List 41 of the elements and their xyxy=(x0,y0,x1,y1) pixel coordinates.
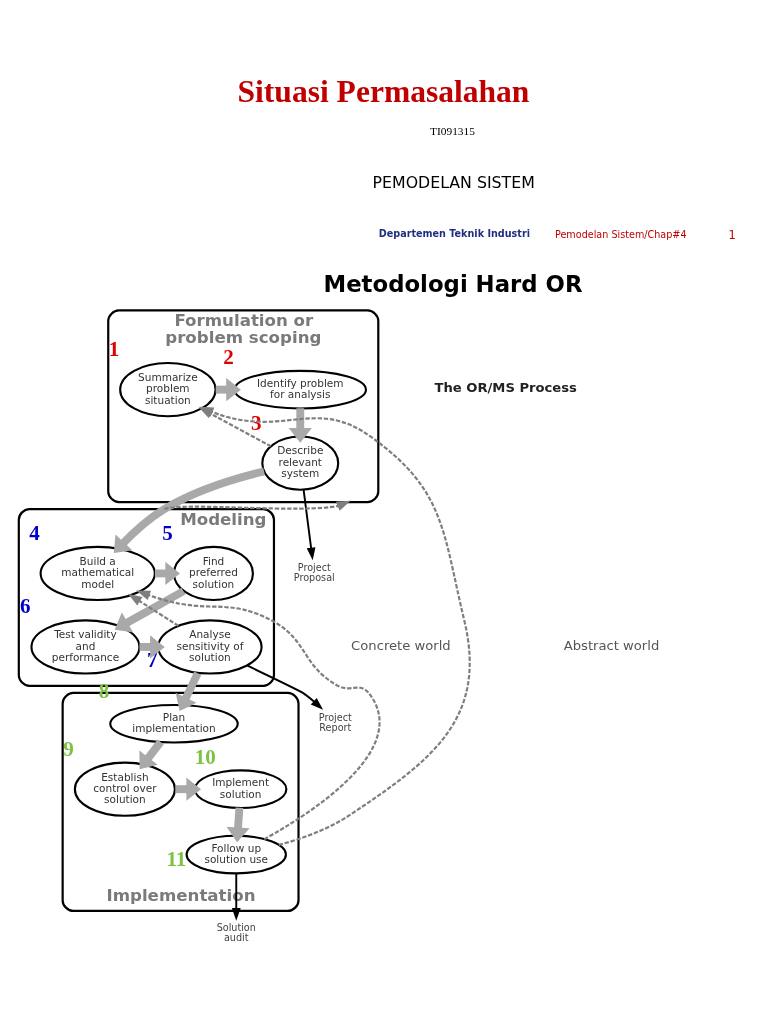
node-label: 2 xyxy=(223,345,234,370)
label: Metodologi Hard OR xyxy=(323,271,583,298)
arrow xyxy=(175,671,202,712)
node-ellipse: Find preferred solution xyxy=(172,545,254,602)
node-ellipse: Identify problem for analysis xyxy=(233,369,367,410)
arrow xyxy=(139,739,164,770)
label: PEMODELAN SISTEM xyxy=(372,172,535,192)
node-text: Project Proposal xyxy=(293,561,335,584)
node-ellipse: Describe relevant system xyxy=(261,435,340,491)
node-label: 1 xyxy=(108,337,120,362)
label: 1 xyxy=(728,227,736,242)
label: Abstract world xyxy=(563,638,660,653)
node-label: 3 xyxy=(251,410,262,435)
node-text: Project Report xyxy=(318,711,352,734)
diagram-title: Situasi Permasalahan xyxy=(237,74,530,110)
arrow xyxy=(246,664,324,710)
label: Concrete world xyxy=(351,638,451,653)
label: TI091315 xyxy=(430,125,475,138)
node-label: 9 xyxy=(63,736,74,761)
node-ellipse: Plan implementation xyxy=(109,703,239,744)
arrow xyxy=(164,500,351,511)
arrow xyxy=(114,587,186,633)
label: Departemen Teknik Industri xyxy=(378,228,530,240)
node-ellipse: Follow up solution use xyxy=(185,834,287,875)
arrow xyxy=(128,593,179,627)
node-ellipse: Analyse sensitivity of solution xyxy=(157,619,263,675)
node-label: 4 xyxy=(29,520,40,545)
node-text: Solution audit xyxy=(216,921,256,944)
node-ellipse: Establish control over solution xyxy=(73,761,176,817)
label: The OR/MS Process xyxy=(434,379,577,395)
node-label: 6 xyxy=(20,594,31,619)
node-ellipse: Test validity and performance xyxy=(30,619,141,675)
node-label: 11 xyxy=(166,847,187,872)
arrow xyxy=(226,807,250,843)
arrow xyxy=(288,408,312,443)
arrow xyxy=(113,467,266,554)
label: Pemodelan Sistem/Chap#4 xyxy=(554,229,687,241)
arrow xyxy=(302,488,316,561)
node-ellipse: Implement solution xyxy=(193,769,288,809)
node-label: 10 xyxy=(194,744,216,769)
node-label: 5 xyxy=(162,520,173,545)
